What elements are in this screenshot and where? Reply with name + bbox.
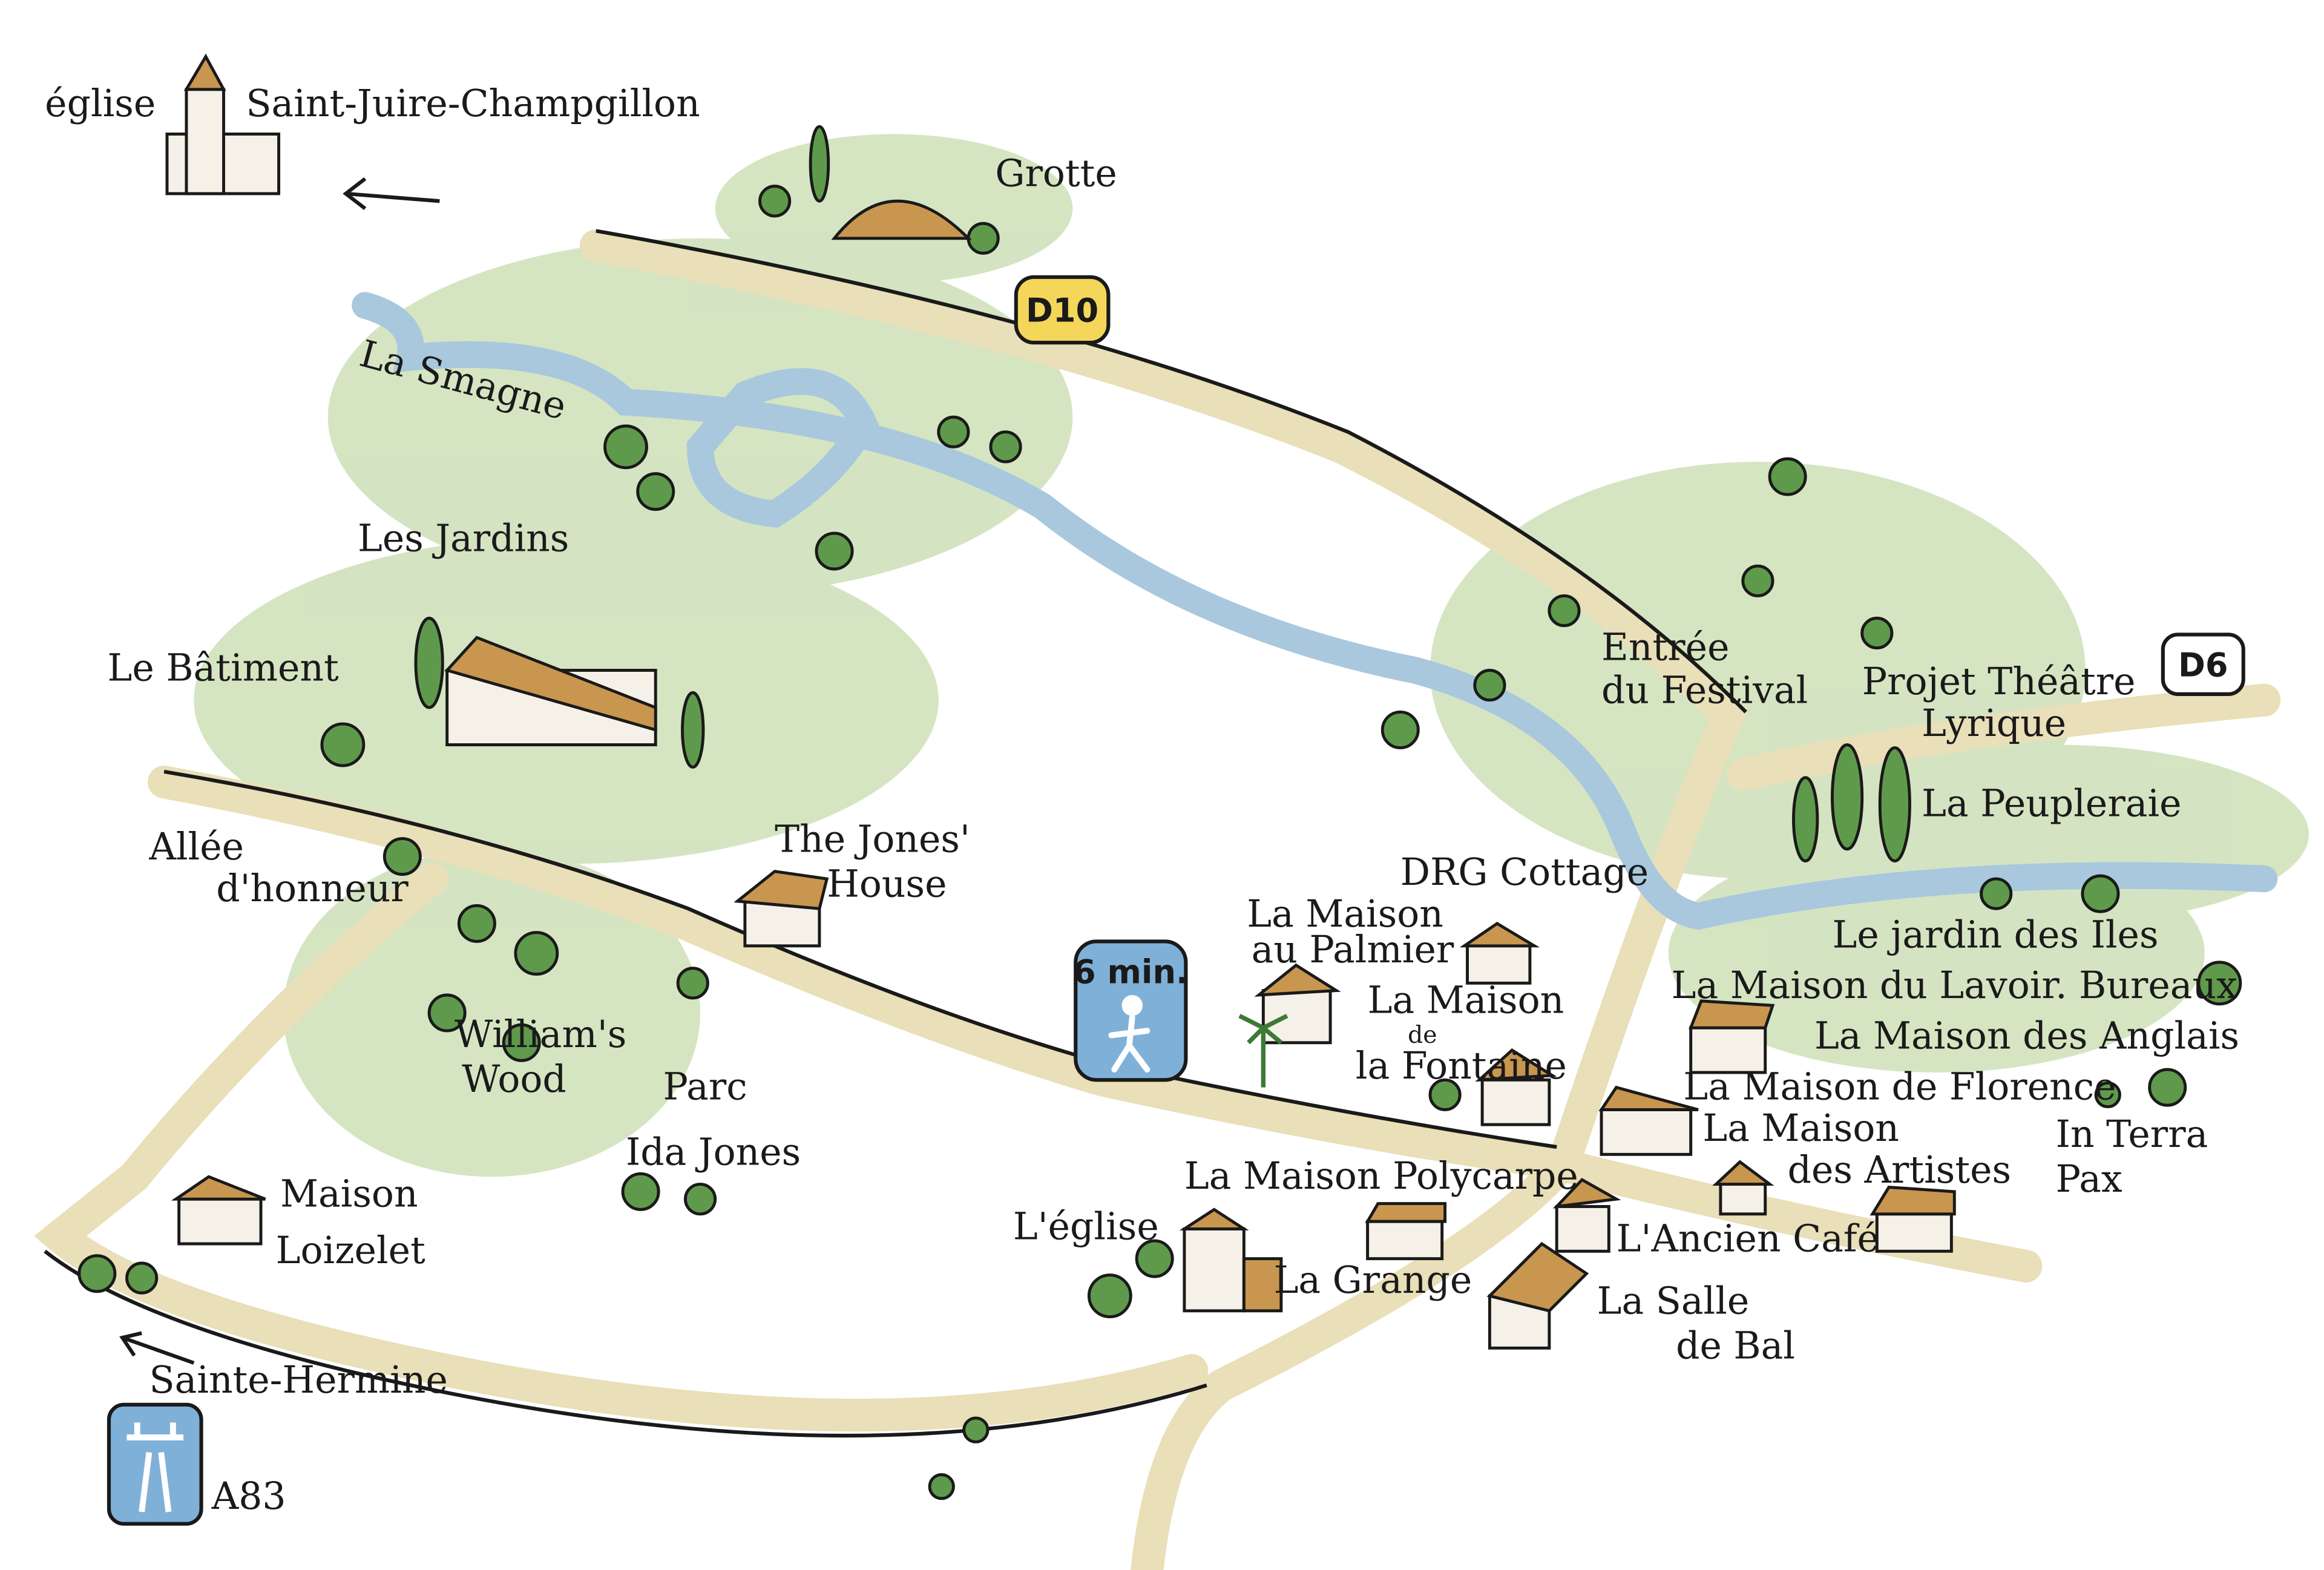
fontaine-building bbox=[1475, 1048, 1557, 1126]
label-williams-2: Wood bbox=[462, 1057, 566, 1101]
palm-tree-icon bbox=[1238, 1014, 1288, 1088]
label-palmier: La Maison bbox=[1247, 892, 1443, 936]
label-projet-2: Lyrique bbox=[1922, 701, 2066, 745]
label-entree: Entrée bbox=[1601, 625, 1729, 669]
label-saint-juire: Saint-Juire-Champgillon bbox=[246, 82, 700, 125]
road-badge-d6: D6 bbox=[2161, 632, 2245, 696]
label-jardin-iles: Le jardin des Iles bbox=[1832, 913, 2158, 956]
label-fontaine-2: de bbox=[1408, 1021, 1437, 1049]
label-interra-2: Pax bbox=[2056, 1157, 2122, 1201]
buildings bbox=[165, 53, 1956, 1350]
grotto-shape bbox=[831, 199, 973, 240]
trees bbox=[77, 125, 2242, 1500]
jones-house-building bbox=[734, 870, 829, 948]
church-icon bbox=[165, 53, 281, 195]
label-le-batiment: Le Bâtiment bbox=[108, 646, 339, 690]
label-entree-2: du Festival bbox=[1601, 669, 1808, 712]
label-loizelet: Maison bbox=[280, 1172, 418, 1215]
walk-time-badge: 6 min. bbox=[1073, 939, 1189, 1082]
in-terra-pax-building bbox=[1869, 1185, 1956, 1253]
label-peupleraie: La Peupleraie bbox=[1922, 782, 2181, 826]
label-jones-2: House bbox=[827, 862, 947, 906]
label-parc-2: Ida Jones bbox=[626, 1131, 801, 1174]
label-florence: La Maison de Florence bbox=[1683, 1065, 2116, 1108]
arrow-left-icon bbox=[343, 177, 440, 210]
drg-cottage-building bbox=[1459, 921, 1540, 985]
label-anglais: La Maison des Anglais bbox=[1814, 1014, 2239, 1058]
le-batiment-building bbox=[444, 636, 657, 747]
label-grange: La Grange bbox=[1274, 1258, 1472, 1302]
label-fontaine-3: la Fontaine bbox=[1356, 1044, 1567, 1088]
svg-text:6 min.: 6 min. bbox=[1073, 953, 1189, 991]
label-williams: William's bbox=[455, 1013, 626, 1056]
palmier-building bbox=[1254, 963, 1341, 1045]
label-jones: The Jones' bbox=[775, 818, 970, 861]
polycarpe-building bbox=[1365, 1202, 1447, 1261]
label-eglise: L'église bbox=[1013, 1205, 1159, 1249]
label-allee-2: d'honneur bbox=[216, 867, 409, 910]
maison-loizelet-building bbox=[171, 1175, 266, 1246]
artistes-building bbox=[1712, 1160, 1774, 1216]
florence-building bbox=[1598, 1085, 1699, 1156]
label-salle-2: de Bal bbox=[1676, 1324, 1795, 1368]
label-eglise-top: église bbox=[45, 82, 156, 125]
roads bbox=[33, 229, 2281, 1570]
label-loizelet-2: Loizelet bbox=[276, 1229, 425, 1272]
arrow-left-icon bbox=[119, 1331, 195, 1365]
salle-de-bal-building bbox=[1486, 1241, 1589, 1350]
label-artistes-2: des Artistes bbox=[1788, 1148, 2011, 1192]
road-badge-d10: D10 bbox=[1014, 275, 1111, 345]
label-palmier-2: au Palmier bbox=[1252, 928, 1454, 971]
label-projet: Projet Théâtre bbox=[1862, 660, 2136, 703]
label-lavoir: La Maison du Lavoir. Bureaux bbox=[1672, 964, 2237, 1007]
label-interra: In Terra bbox=[2056, 1112, 2208, 1156]
label-grotte: Grotte bbox=[995, 152, 1117, 195]
label-allee: Allée bbox=[148, 825, 244, 869]
label-a83: A83 bbox=[211, 1474, 286, 1518]
label-salle: La Salle bbox=[1597, 1279, 1750, 1323]
label-ancien-cafe: L'Ancien Café bbox=[1617, 1217, 1879, 1260]
ancien-cafe-building bbox=[1552, 1178, 1621, 1253]
svg-text:D6: D6 bbox=[2178, 646, 2228, 684]
label-artistes: La Maison bbox=[1702, 1106, 1899, 1150]
label-parc: Parc bbox=[663, 1065, 747, 1108]
label-fontaine: La Maison bbox=[1368, 979, 1564, 1022]
walking-person-icon bbox=[1108, 995, 1151, 1072]
map-labels: église Saint-Juire-Champgillon Grotte La… bbox=[45, 82, 2239, 1518]
rivers bbox=[352, 292, 2278, 930]
eglise-building bbox=[1179, 1207, 1283, 1313]
label-les-jardins: Les Jardins bbox=[358, 517, 569, 560]
label-drg: DRG Cottage bbox=[1400, 850, 1649, 894]
label-sainte-hermine: Sainte-Hermine bbox=[149, 1358, 448, 1402]
label-polycarpe: La Maison Polycarpe bbox=[1184, 1154, 1578, 1198]
motorway-icon bbox=[107, 1402, 203, 1526]
svg-text:D10: D10 bbox=[1026, 292, 1098, 330]
anglais-building bbox=[1689, 999, 1775, 1074]
